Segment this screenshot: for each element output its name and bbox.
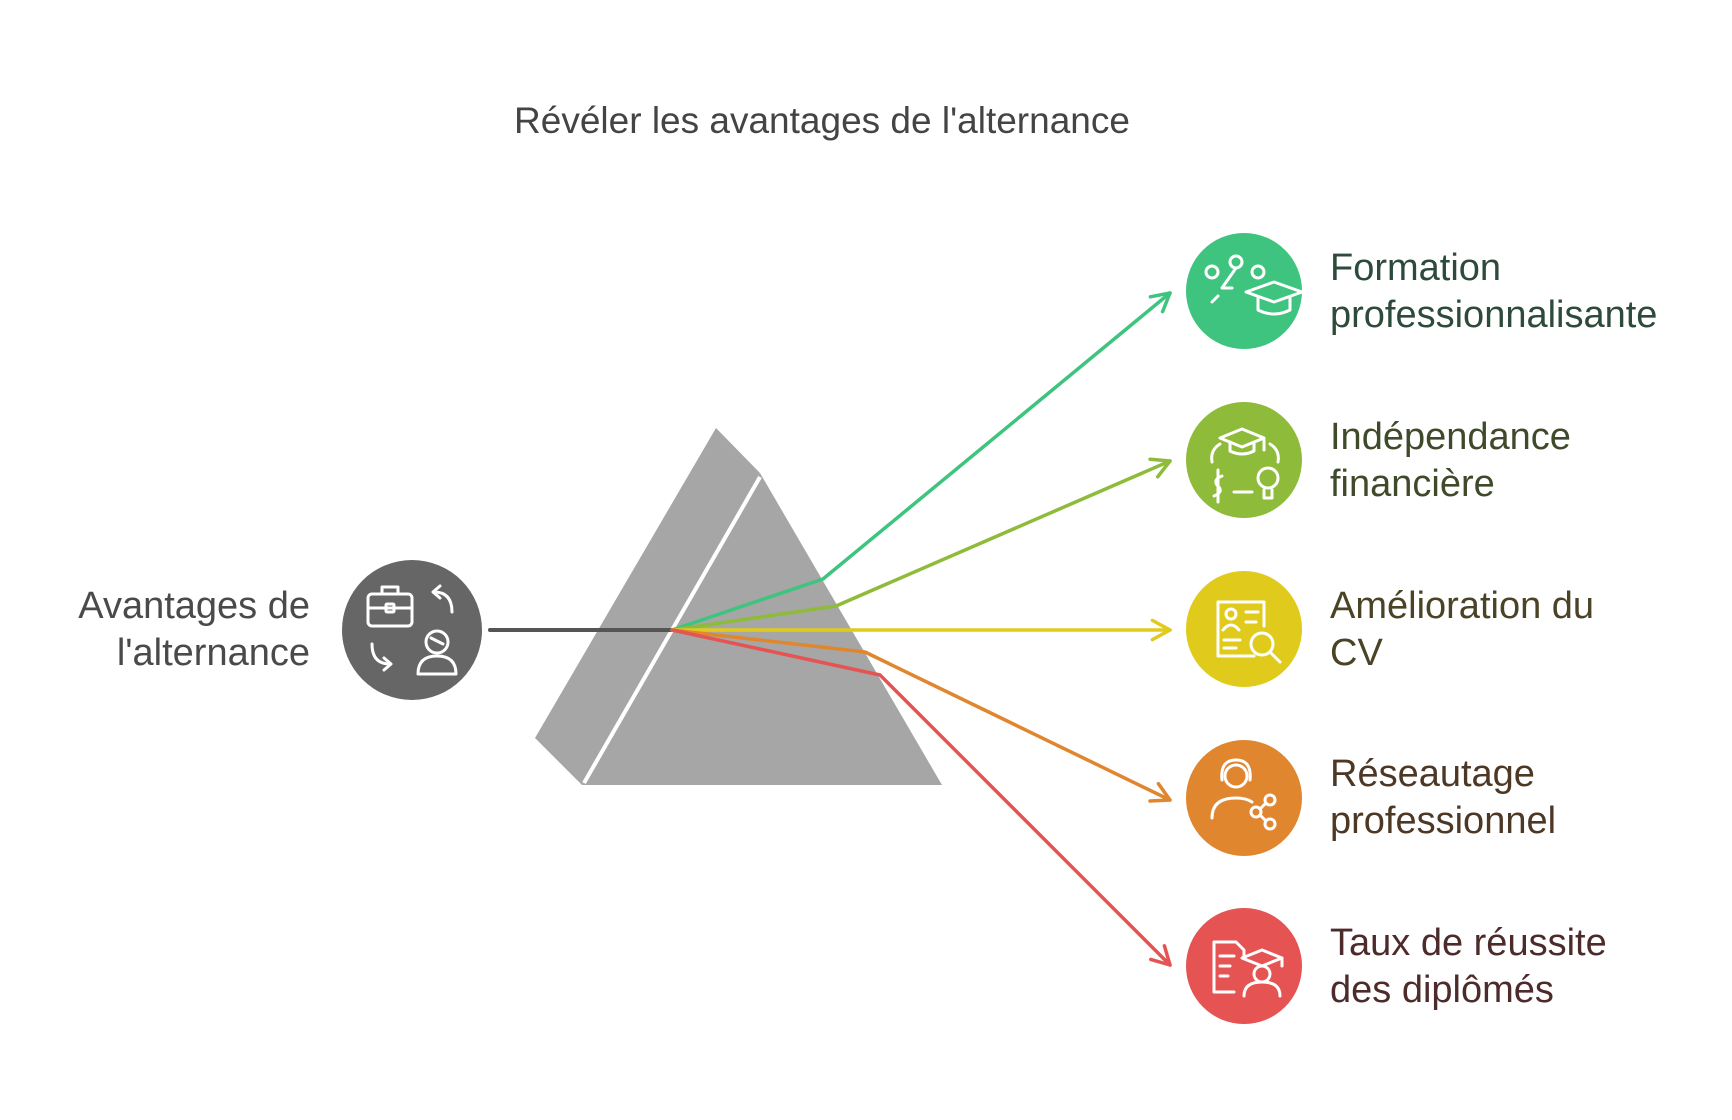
arrowhead-formation (1148, 291, 1172, 314)
arrowhead-reussite (1149, 944, 1172, 967)
output-node-reussite: Taux de réussite des diplômés (1186, 908, 1607, 1024)
page-title: Révéler les avantages de l'alternance (514, 100, 1130, 141)
formation-label-line-1: Formation (1330, 247, 1501, 289)
output-node-reseautage: Réseautage professionnel (1186, 740, 1556, 856)
reussite-circle (1186, 908, 1302, 1024)
reseautage-label-line-2: professionnel (1330, 800, 1556, 842)
source-label-line-1: Avantages de (78, 585, 310, 627)
source-node: Avantages de l'alternance (78, 560, 482, 700)
formation-circle (1186, 233, 1302, 349)
output-node-cv: Amélioration du CV (1186, 571, 1594, 687)
arrowhead-reseautage (1148, 781, 1172, 803)
cap-money-lightbulb-icon (1210, 427, 1280, 504)
prism-side-face (535, 428, 760, 785)
cv-label-line-2: CV (1330, 632, 1383, 674)
independance-circle (1186, 402, 1302, 518)
arrowhead-independance (1148, 457, 1172, 479)
reseautage-label-line-1: Réseautage (1330, 753, 1535, 795)
reussite-label-line-1: Taux de réussite (1330, 922, 1607, 964)
output-rays (670, 291, 1172, 967)
output-node-formation: Formation professionnalisante (1186, 233, 1657, 349)
graduation-cap-network-icon (1204, 254, 1304, 316)
cv-label-line-1: Amélioration du (1330, 585, 1594, 627)
arrowhead-cv (1150, 618, 1172, 642)
formation-label-line-2: professionnalisante (1330, 294, 1657, 336)
briefcase-exchange-person-icon (366, 584, 458, 676)
source-circle (342, 560, 482, 700)
ray-reseautage (670, 628, 1172, 802)
independance-label-line-2: financière (1330, 463, 1495, 505)
cv-circle (1186, 571, 1302, 687)
person-network-icon (1210, 758, 1277, 831)
independance-label-line-1: Indépendance (1330, 416, 1571, 458)
resume-search-icon (1216, 600, 1282, 664)
source-label-line-2: l'alternance (117, 632, 310, 674)
ray-reussite (670, 628, 1172, 967)
output-node-independance: Indépendance financière (1186, 402, 1571, 518)
reussite-label-line-2: des diplômés (1330, 969, 1554, 1011)
ray-formation (670, 291, 1172, 632)
ray-independance (670, 459, 1172, 632)
document-graduate-icon (1212, 940, 1284, 998)
